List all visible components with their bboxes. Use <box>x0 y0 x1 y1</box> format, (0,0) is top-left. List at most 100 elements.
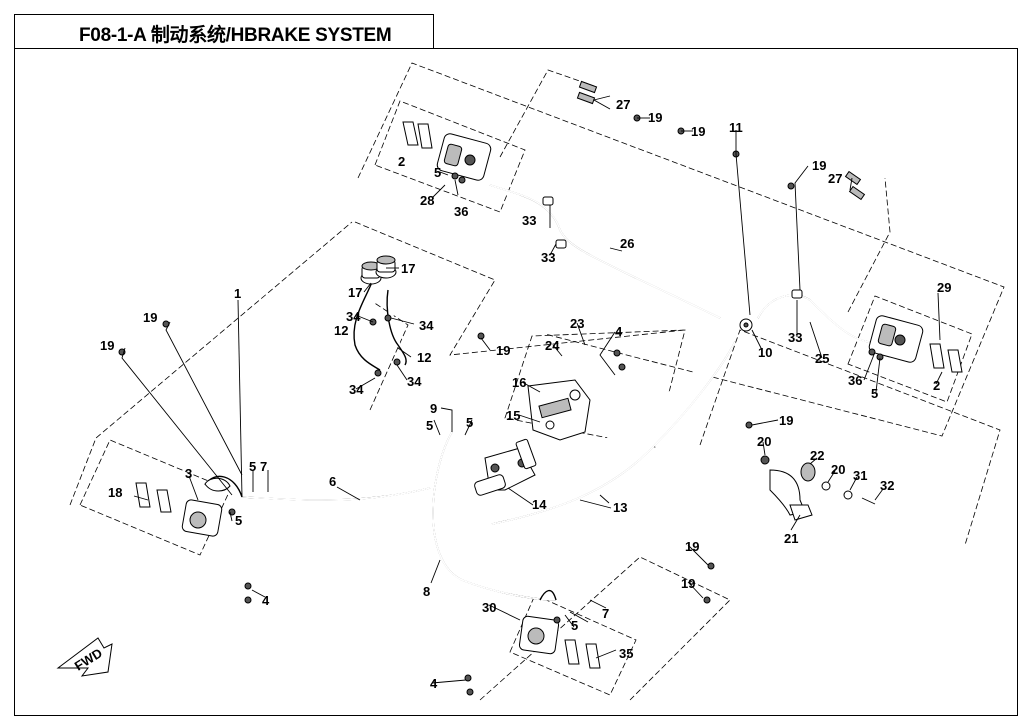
pedal-group-outline <box>699 329 1001 546</box>
callout-10: 10 <box>758 345 772 360</box>
callout-17-left: 17 <box>348 285 362 300</box>
callout-19-top-c: 19 <box>812 158 826 173</box>
callout-7-front-left: 7 <box>260 459 267 474</box>
reservoir-hose-12a <box>353 281 381 371</box>
callout-19-left-b: 19 <box>100 338 114 353</box>
callout-29: 29 <box>937 280 951 295</box>
page-title: F08-1-A 制动系统/HBRAKE SYSTEM <box>79 25 392 46</box>
callout-6: 6 <box>329 474 336 489</box>
master-cylinder-assembly <box>474 379 591 496</box>
callout-33-b: 33 <box>541 250 555 265</box>
callout-36-right: 36 <box>848 373 862 388</box>
callout-2-rear-right: 2 <box>933 378 940 393</box>
callout-19-top-a: 19 <box>648 110 662 125</box>
callout-34-c: 34 <box>407 374 422 389</box>
front-right-line <box>539 589 557 601</box>
callout-numbers: 1 2 2 3 4 4 4 5 5 5 5 5 5 5 6 7 7 8 9 10… <box>100 97 951 691</box>
callout-4-front-right: 4 <box>430 676 438 691</box>
callout-11: 11 <box>729 120 743 135</box>
pedal-spring <box>800 462 816 482</box>
bracket-pin <box>538 397 572 419</box>
callout-12-right: 12 <box>417 350 431 365</box>
brake-pipe-26 <box>489 184 721 319</box>
rear-group-outline <box>357 62 1005 437</box>
front-left-outline <box>69 221 353 506</box>
callout-2-rear-left: 2 <box>398 154 405 169</box>
callout-19-master: 19 <box>496 343 510 358</box>
reservoir-hose-12b <box>386 289 407 366</box>
callout-35: 35 <box>619 646 633 661</box>
brake-lines <box>204 184 871 601</box>
group-outlines <box>69 62 1005 701</box>
callout-19-pedal: 19 <box>779 413 793 428</box>
callout-5-front-left: 5 <box>235 513 242 528</box>
clamp-34b <box>384 314 392 322</box>
clamp-34d <box>393 358 401 366</box>
callout-19-left-a: 19 <box>143 310 157 325</box>
callout-19-top-b: 19 <box>691 124 705 139</box>
callout-22: 22 <box>810 448 824 463</box>
diagram-frame <box>14 48 1018 716</box>
brake-pipe-13 <box>491 341 736 525</box>
callout-30: 30 <box>482 600 496 615</box>
callout-14: 14 <box>532 497 547 512</box>
callout-13: 13 <box>613 500 627 515</box>
callout-5-front-left-top: 5 <box>249 459 256 474</box>
rear-right-caliper <box>868 315 963 373</box>
brake-reservoirs <box>360 255 401 377</box>
callout-5-front-right: 5 <box>571 618 578 633</box>
callout-5-master-left: 5 <box>426 418 433 433</box>
callout-8: 8 <box>423 584 430 599</box>
callout-34-a: 34 <box>346 309 361 324</box>
callout-18: 18 <box>108 485 122 500</box>
callout-36-left: 36 <box>454 204 468 219</box>
rear-right-caliper-box <box>847 295 973 403</box>
leader-lines <box>121 95 943 684</box>
callout-27-left: 27 <box>616 97 630 112</box>
callout-19-front-right-a: 19 <box>685 539 699 554</box>
front-left-caliper-box <box>79 439 231 556</box>
bolt-bracket-left <box>499 69 595 158</box>
callout-33-c: 33 <box>788 330 802 345</box>
brake-pedal <box>760 455 876 521</box>
callout-4-bracket: 4 <box>615 324 623 339</box>
bolt-bracket-right <box>847 177 891 313</box>
reservoir-group-outline <box>369 299 409 411</box>
callout-16: 16 <box>512 375 526 390</box>
front-left-caliper <box>135 477 236 537</box>
push-rod <box>515 438 537 470</box>
callout-19-front-right-b: 19 <box>681 576 695 591</box>
callout-27-right: 27 <box>828 171 842 186</box>
callout-25: 25 <box>815 351 829 366</box>
callout-26: 26 <box>620 236 634 251</box>
callout-20-a: 20 <box>757 434 771 449</box>
front-right-outline <box>479 556 731 701</box>
forward-arrow-icon <box>56 637 113 677</box>
callout-9: 9 <box>430 401 437 416</box>
fwd-direction-badge[interactable]: FWD <box>56 637 113 677</box>
pedal-bracket-box <box>504 329 686 448</box>
callout-5-rear-left: 5 <box>434 165 441 180</box>
callout-28: 28 <box>420 193 434 208</box>
callout-12-left: 12 <box>334 323 348 338</box>
front-right-caliper-box <box>509 594 637 696</box>
clamp-34c <box>374 369 382 377</box>
callout-21: 21 <box>784 531 798 546</box>
callout-5-master-right: 5 <box>466 415 473 430</box>
callout-3: 3 <box>185 466 192 481</box>
callout-20-b: 20 <box>831 462 845 477</box>
callout-1: 1 <box>234 286 241 301</box>
rear-left-caliper <box>402 121 492 184</box>
title-box: F08-1-A 制动系统/HBRAKE SYSTEM <box>14 14 434 49</box>
callout-5-rear-right: 5 <box>871 386 878 401</box>
callout-34-b: 34 <box>419 318 434 333</box>
master-group-outline <box>354 221 686 356</box>
callout-31: 31 <box>853 468 867 483</box>
callout-32: 32 <box>880 478 894 493</box>
callout-15: 15 <box>506 408 520 423</box>
callout-33-a: 33 <box>522 213 536 228</box>
master-cylinder-port <box>490 463 500 473</box>
callout-24: 24 <box>545 338 560 353</box>
callout-17-right: 17 <box>401 261 415 276</box>
